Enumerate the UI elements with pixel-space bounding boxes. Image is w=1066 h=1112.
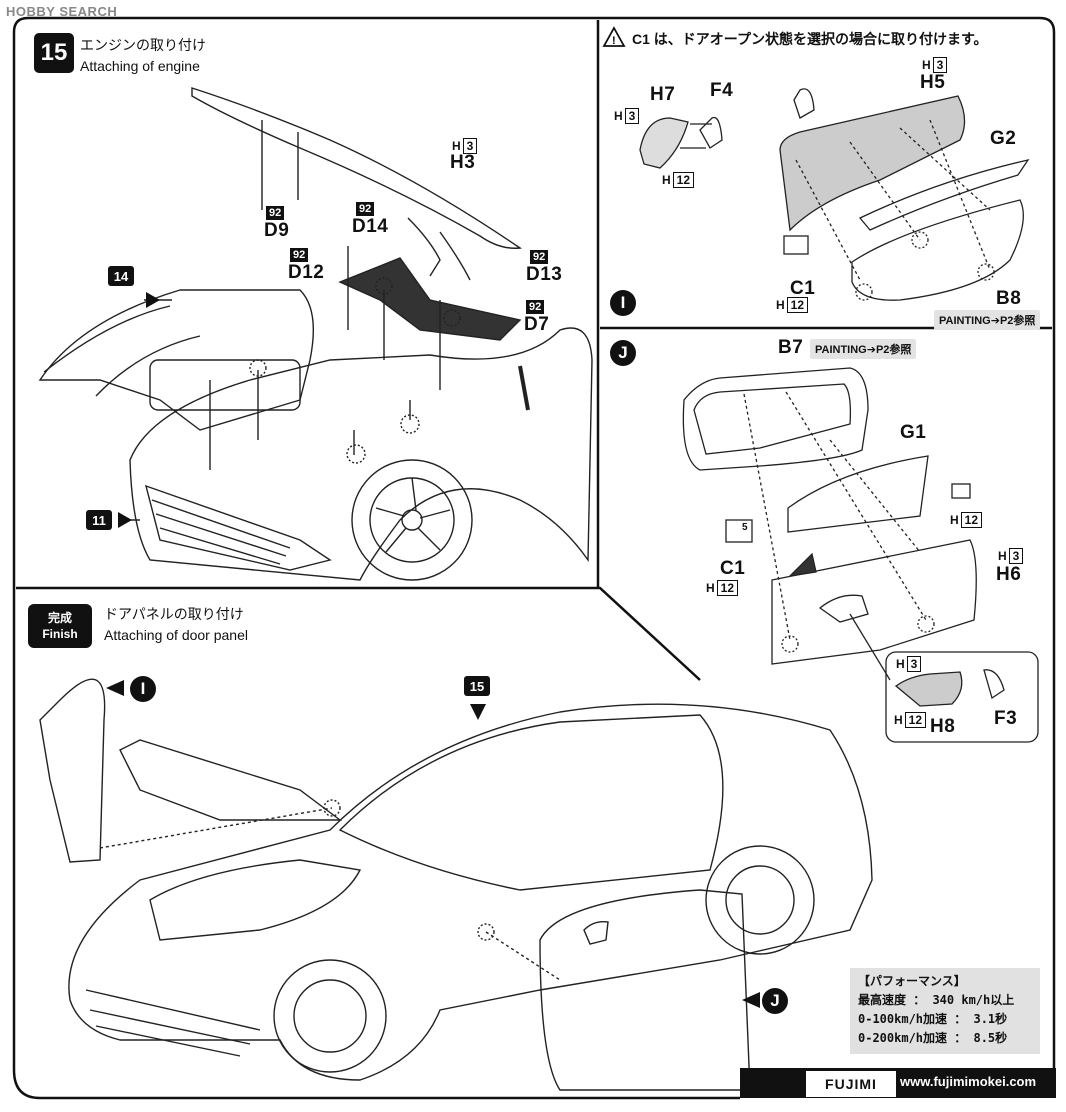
mirror-part-j [818,594,869,623]
label-d13: D13 [526,264,563,285]
step-15-number: 15 [34,33,74,73]
label-d9: D9 [264,220,290,241]
label-g1: G1 [900,422,927,443]
performance-box: 【パフォーマンス】 最高速度 ： 340 km/h以上 0-100km/h加速 … [850,968,1040,1054]
label-b7: B7 [778,337,804,358]
finish-car-body [68,703,873,1081]
label-h8: H8 [930,716,956,737]
finish-rear-wheel [705,845,815,955]
label-c1-j: C1 [720,558,746,579]
outer-frame [12,16,1056,1100]
performance-0-100: 0-100km/h加速 ： 3.1秒 [858,1012,1008,1026]
painting-note-j: PAINTING➔P2参照 [810,339,917,359]
c1-part-i [783,235,809,255]
section-i-badge: I [610,290,636,316]
finish-badge-jp: 完成 [47,611,72,625]
svg-text:!: ! [612,35,616,47]
finish-callout-i: I [130,676,156,702]
callout-step-11: 11 [86,510,112,530]
finish-title-en: Attaching of door panel [104,627,248,643]
hood-panel [191,87,522,249]
footer-url[interactable]: www.fujimimokei.com [900,1074,1037,1089]
label-h7: H7 [650,84,676,105]
step-15-title-jp: エンジンの取り付け [80,37,206,53]
c1-small-number: 5 [742,522,748,533]
finish-title-jp: ドアパネルの取り付け [104,606,244,622]
engine-block [38,289,315,431]
performance-title: 【パフォーマンス】 [858,974,966,988]
label-d7: D7 [524,314,550,335]
section-i-note: C1 は、ドアオープン状態を選択の場合に取り付けます。 [632,31,988,47]
finish-badge-en: Finish [42,627,78,641]
label-c1-i: C1 [790,278,816,299]
label-f4: F4 [710,80,734,101]
painting-note-i: PAINTING➔P2参照 [934,310,1041,330]
warning-icon [602,26,626,47]
arrow-15 [470,704,486,720]
tag-d13: 92 [530,250,549,264]
arrow-j [742,992,760,1008]
watermark: HOBBY SEARCH [6,4,118,19]
finish-door-right [539,889,751,1091]
finish-hood-open [119,739,343,821]
tag-d9: 92 [266,206,285,220]
tag-d14: 92 [356,202,375,216]
label-h5: H5 [920,72,946,93]
label-h6: H6 [996,564,1022,585]
divider-horizontal [16,586,701,681]
h6-part [771,539,977,665]
finish-door-left [39,678,106,863]
car-body [129,327,593,581]
door-frame-b7 [682,367,869,471]
label-h3: H3 [450,152,476,173]
finish-callout-15: 15 [464,676,490,696]
front-grille [144,484,332,571]
finish-callout-j: J [762,988,788,1014]
door-panel-h5 [779,95,966,232]
fujimi-logo: FUJIMI [806,1071,896,1097]
finish-front-wheel [273,959,387,1073]
tag-d7: 92 [526,300,545,314]
mirror-part-i [793,88,815,119]
label-f3: F3 [994,708,1018,729]
h8-inset [885,651,1039,743]
plate-d12 [338,257,522,341]
arrow-14 [146,292,160,308]
arrow-i [106,680,124,696]
c1-part-j [725,519,753,543]
tag-d12: 92 [290,248,309,262]
pipe-d14 [407,217,471,281]
arrow-11 [118,512,132,528]
performance-0-200: 0-200km/h加速 ： 8.5秒 [858,1031,1008,1045]
performance-top-speed: 最高速度 ： 340 km/h以上 [858,993,1015,1007]
section-j-badge: J [610,340,636,366]
label-b8: B8 [996,288,1022,309]
footer-bar [740,1068,1056,1098]
g1-part [787,455,929,533]
rod-d7 [518,365,530,411]
wheel-outer [351,459,473,581]
finish-badge: 完成 Finish [28,604,92,648]
b8-part [851,199,1024,301]
callout-step-14: 14 [108,266,134,286]
label-g2: G2 [990,128,1017,149]
label-d12: D12 [288,262,325,283]
step-15-title-en: Attaching of engine [80,58,200,74]
label-d14: D14 [352,216,389,237]
f4-part [699,116,723,149]
g2-part [858,159,1030,231]
wheel-inner [369,477,455,563]
h7-part [639,117,689,169]
